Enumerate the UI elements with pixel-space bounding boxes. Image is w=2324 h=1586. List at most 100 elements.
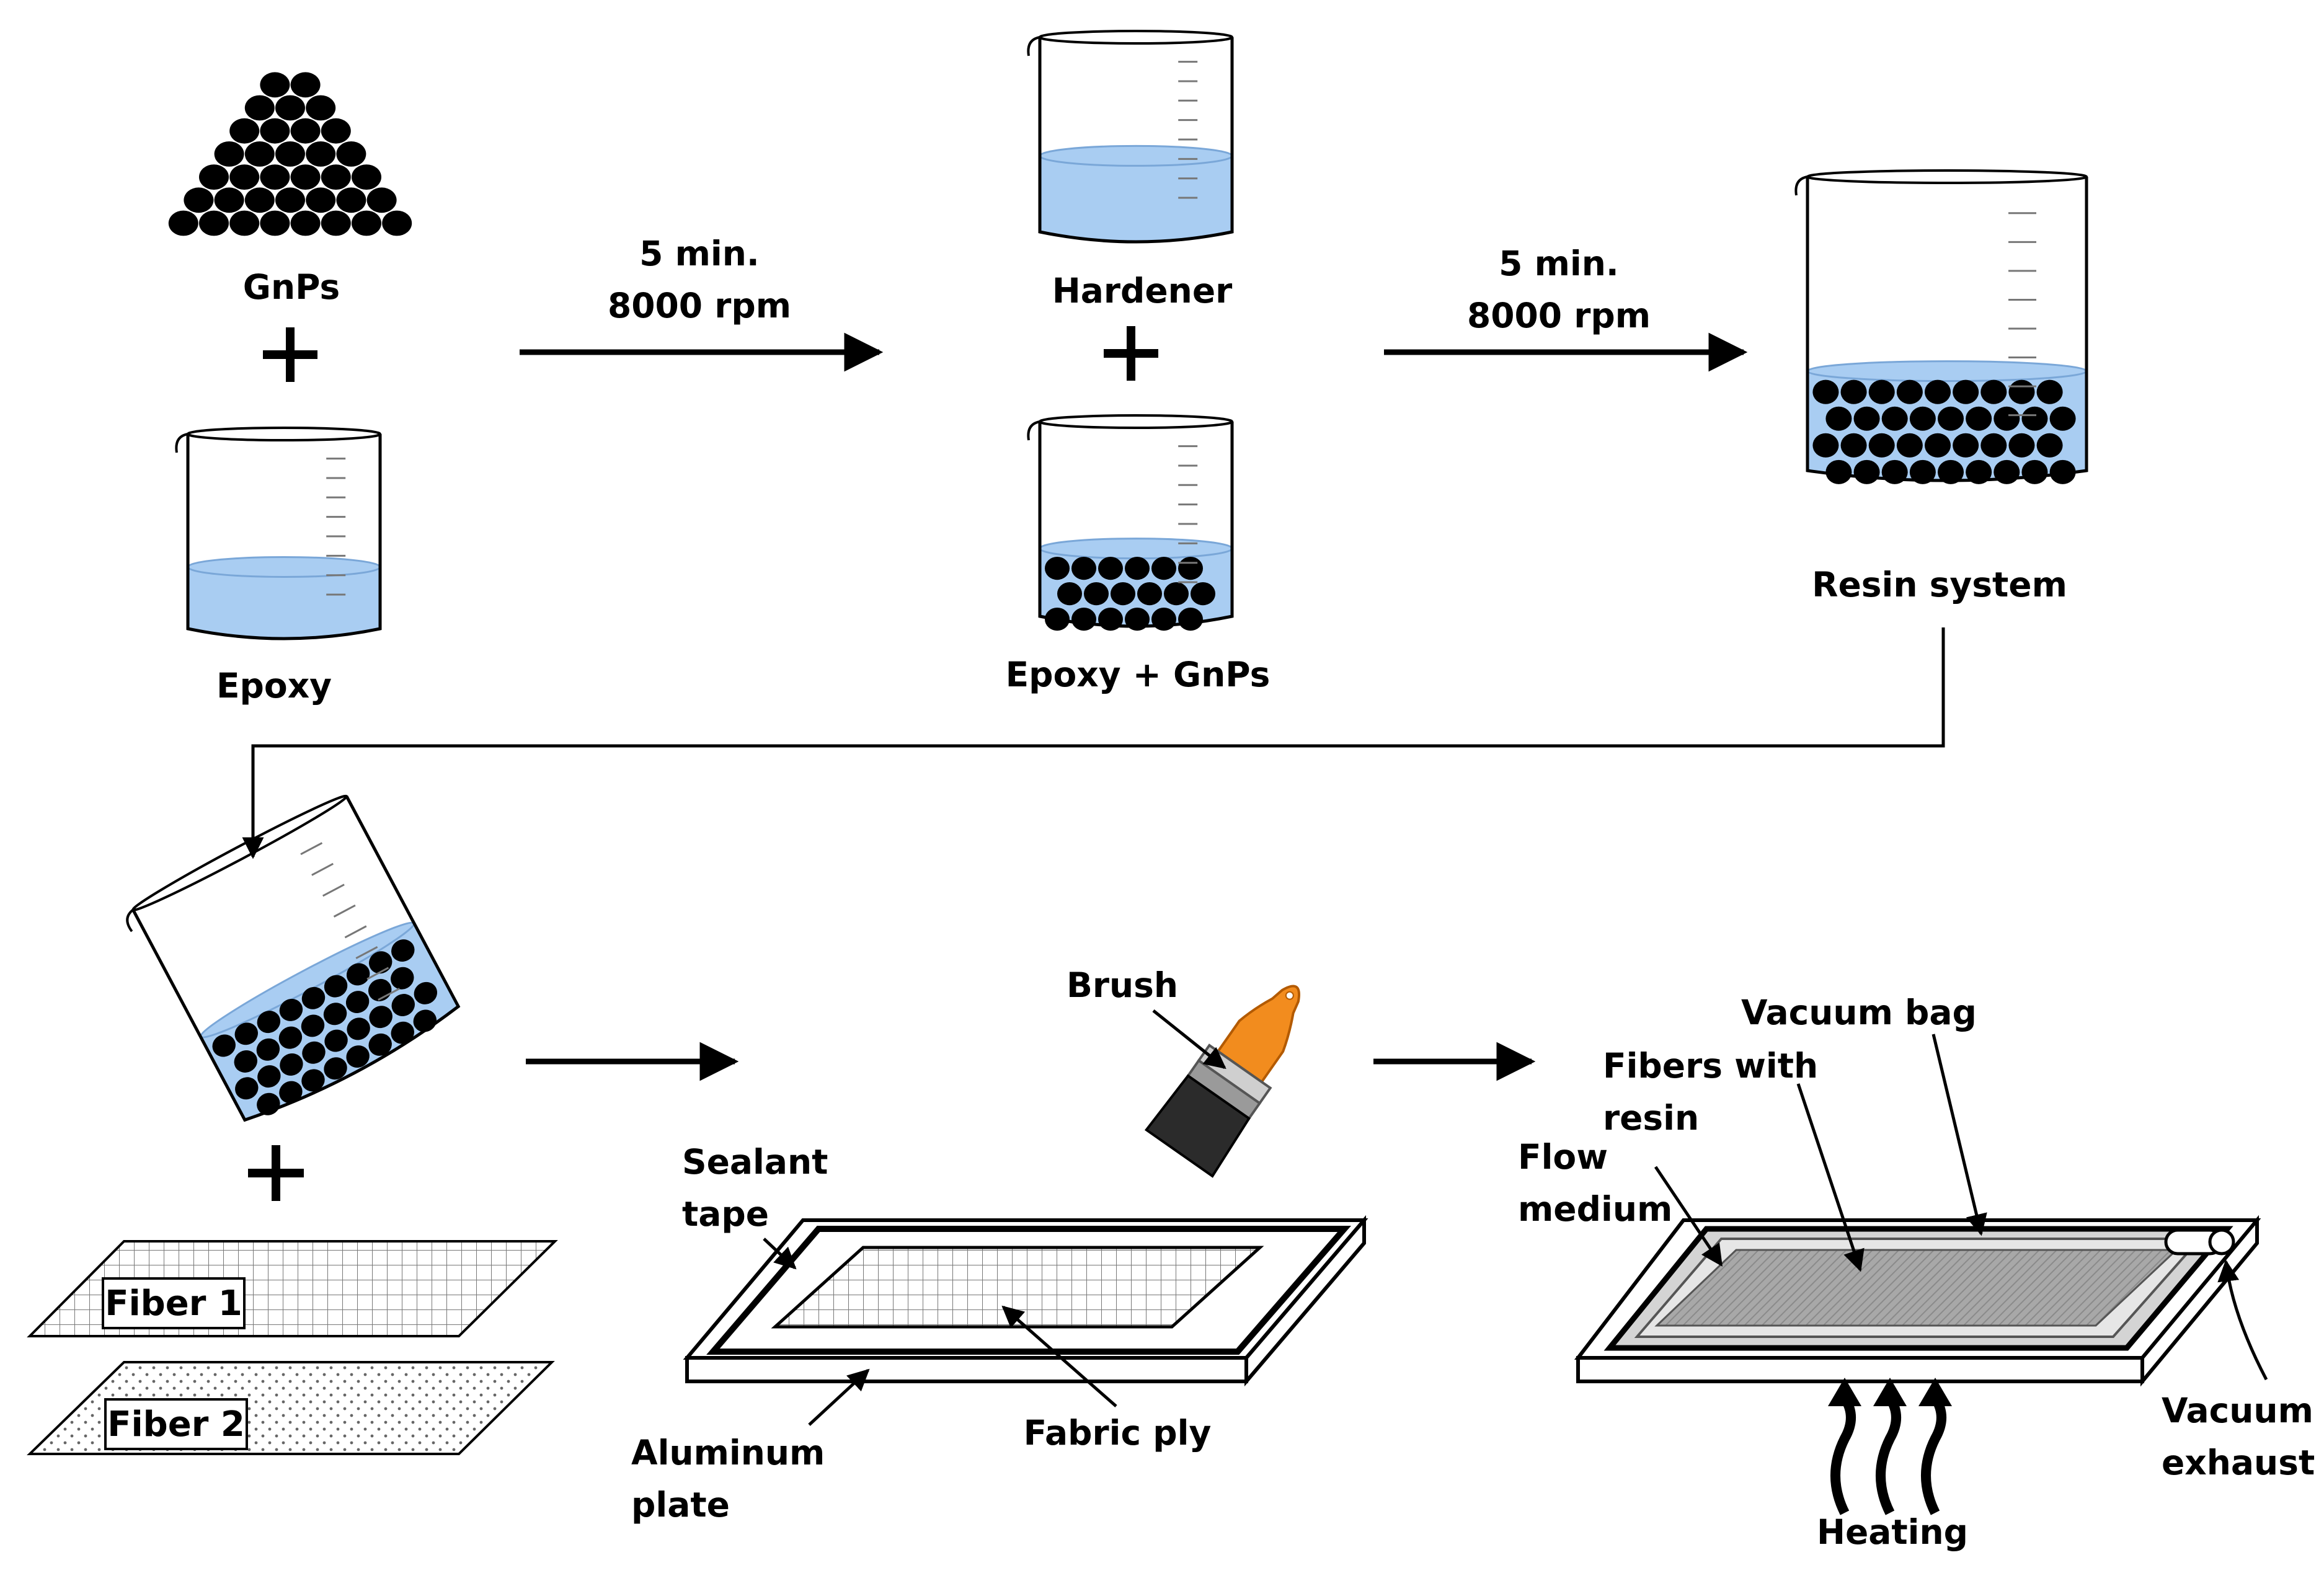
gnp-particle — [1057, 582, 1082, 606]
gnp-particle — [1853, 406, 1880, 431]
transfer-connector-arrow — [242, 627, 1945, 859]
gnp-particle — [1812, 379, 1839, 404]
gnp-particle — [346, 963, 370, 986]
fibers-resin-label-line1: Fibers with — [1603, 1046, 1818, 1086]
fibers-with-resin — [1654, 1249, 2179, 1327]
gnp-particle — [302, 1041, 326, 1064]
gnp-particle — [1980, 379, 2007, 404]
gnp-particle — [1868, 379, 1895, 404]
gnp-particle — [324, 975, 348, 998]
gnp-particle — [214, 187, 244, 213]
gnp-particle — [323, 1003, 347, 1026]
gnp-particle — [306, 187, 336, 213]
gnp-particle — [1071, 557, 1096, 580]
gnp-particle — [244, 141, 275, 167]
gnp-particle — [1191, 582, 1215, 606]
gnp-particle — [336, 141, 366, 167]
gnp-particle — [321, 118, 351, 144]
gnp-particle — [244, 187, 275, 213]
gnp-particle — [212, 1034, 236, 1057]
gnp-particle — [1868, 433, 1895, 458]
pouring-beaker — [126, 794, 461, 1122]
mix2-speed-label: 8000 rpm — [1467, 296, 1651, 335]
gnp-particle — [1098, 557, 1123, 580]
aluminum-label-line1: Aluminum — [631, 1433, 825, 1473]
gnp-particle — [368, 1033, 392, 1056]
fiber-2-label: Fiber 2 — [107, 1404, 245, 1445]
fiber-2-label-box — [104, 1398, 248, 1450]
plus-icon — [248, 1145, 304, 1201]
gnp-particle — [1137, 582, 1162, 606]
hardener-beaker — [1027, 30, 1234, 244]
gnp-particle — [336, 187, 366, 213]
gnp-particle — [1840, 433, 1867, 458]
gnp-particle — [290, 118, 321, 144]
fibers-resin-pointer — [1796, 1083, 1865, 1272]
beaker-spout — [1027, 420, 1040, 441]
graduation-mark — [311, 862, 334, 876]
gnp-particle — [275, 141, 305, 167]
gnp-particle — [214, 141, 244, 167]
gnps-label: GnPs — [243, 267, 340, 307]
gnp-particle — [280, 1053, 303, 1076]
gnp-particle — [1125, 557, 1150, 580]
gnp-particle — [2049, 459, 2076, 484]
gnp-particle — [1896, 433, 1923, 458]
gnp-particle — [306, 95, 336, 121]
beaker-outline — [131, 795, 461, 1122]
gnp-particle — [257, 1065, 281, 1088]
gnp-particle — [244, 95, 275, 121]
gnp-particle — [2008, 379, 2035, 404]
vacuum-exhaust-pointer — [2217, 1259, 2268, 1381]
gnp-particle — [391, 1021, 414, 1044]
gnp-particle — [235, 1077, 259, 1100]
flow-medium-label-line1: Flow — [1518, 1137, 1608, 1177]
fiber-1-label-box — [102, 1277, 246, 1329]
resin-system-beaker — [1794, 169, 2088, 484]
liquid-surface — [187, 556, 381, 578]
gnp-particle — [1966, 406, 1992, 431]
resin-system-label: Resin system — [1812, 565, 2067, 605]
mix1-speed-label: 8000 rpm — [608, 286, 791, 326]
beaker-spout — [1027, 36, 1040, 56]
gnp-particle — [257, 1011, 281, 1034]
hardener-label: Hardener — [1052, 271, 1233, 311]
gnp-particle — [260, 210, 290, 236]
gnp-particle — [1909, 406, 1936, 431]
brush-icon — [1144, 985, 1300, 1178]
gnp-particle — [306, 141, 336, 167]
liquid-fill — [188, 567, 380, 639]
sealant-label-line1: Sealant — [682, 1142, 828, 1182]
gnp-particle — [168, 210, 198, 236]
liquid-fill — [1040, 156, 1232, 242]
gnp-particle — [1881, 406, 1908, 431]
gnp-particle — [290, 72, 321, 98]
vacuum-bag-pointer — [1931, 1034, 1987, 1236]
epoxy-beaker — [175, 427, 382, 640]
gnp-particle — [1966, 459, 1992, 484]
liquid-surface — [1039, 144, 1233, 167]
gnp-particle — [1925, 433, 1951, 458]
gnp-particle — [1151, 557, 1176, 580]
gnp-particle — [391, 939, 415, 962]
aluminum-label-line2: plate — [631, 1485, 730, 1525]
gnp-particle — [369, 1006, 393, 1029]
brush-pointer — [1152, 1009, 1226, 1070]
fiber-1-label: Fiber 1 — [105, 1283, 242, 1324]
fibers-resin-label-line2: resin — [1603, 1098, 1699, 1138]
gnp-particle — [301, 986, 326, 1009]
plus-icon — [1104, 326, 1158, 381]
beaker-spout — [1794, 175, 1808, 196]
heating-arrowheads — [1828, 1378, 1952, 1406]
beaker-outline — [1038, 422, 1234, 628]
heating-label: Heating — [1817, 1512, 1968, 1552]
gnp-particle — [275, 187, 305, 213]
gnp-particle — [1938, 459, 1964, 484]
sealant-label-line2: tape — [682, 1194, 769, 1234]
vacuum-exhaust-label-line2: exhaust — [2162, 1443, 2315, 1482]
beaker-rim — [187, 427, 381, 441]
gnp-particle — [1953, 379, 1979, 404]
gnp-particle — [2008, 433, 2035, 458]
epoxy-gnps-beaker — [1027, 414, 1234, 631]
